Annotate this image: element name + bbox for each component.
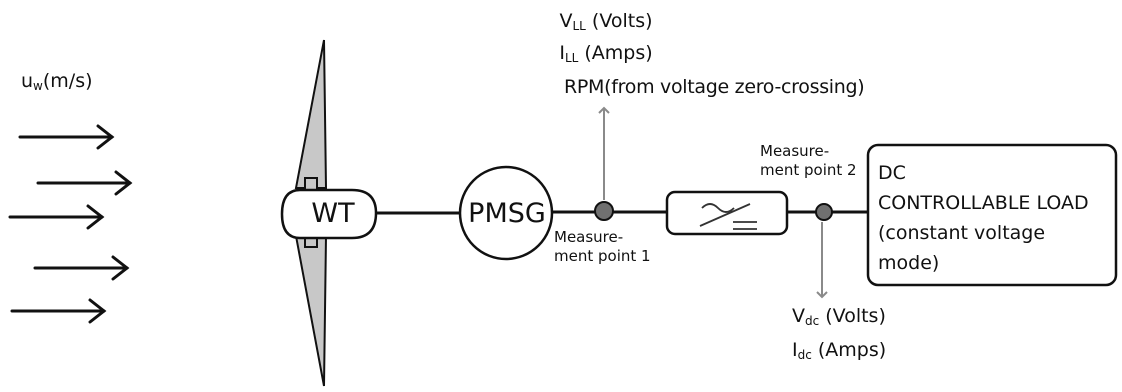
idc-label: Idc (Amps) [792, 339, 887, 362]
pmsg-label: PMSG [468, 198, 546, 229]
load-label: DC CONTROLLABLE LOAD (constant voltage m… [878, 162, 1089, 274]
measurement-point-1-node [594, 201, 614, 221]
wind-arrows [8, 124, 133, 324]
wind-arrow [18, 124, 115, 150]
wind-arrow [36, 170, 133, 196]
wt-label: WT [311, 198, 355, 229]
wind-arrow [8, 204, 105, 230]
lower-blade [294, 235, 328, 387]
converter-symbol-icon [699, 203, 757, 230]
ac-dc-converter [665, 190, 789, 236]
wind-speed-label: uw(m/s) [21, 70, 93, 97]
measurement-point-2-node [815, 203, 833, 221]
upper-blade [294, 39, 328, 189]
measurement-point-1-label: Measure- ment point 1 [554, 228, 651, 265]
vdc-label: Vdc (Volts) [792, 305, 886, 328]
wind-arrow [33, 255, 130, 281]
rpm-label: RPM(from voltage zero-crossing) [564, 76, 865, 98]
wind-symbol: u [21, 70, 34, 92]
wt-nacelle [280, 188, 378, 240]
wind-subscript: w [33, 79, 43, 93]
vll-label: VLL (Volts) [559, 10, 653, 33]
dc-load-box [866, 143, 1118, 287]
wind-arrow [10, 298, 107, 324]
measurement-point-2-label: Measure- ment point 2 [760, 142, 857, 179]
ill-label: ILL (Amps) [559, 42, 653, 65]
wind-unit: (m/s) [42, 70, 93, 92]
